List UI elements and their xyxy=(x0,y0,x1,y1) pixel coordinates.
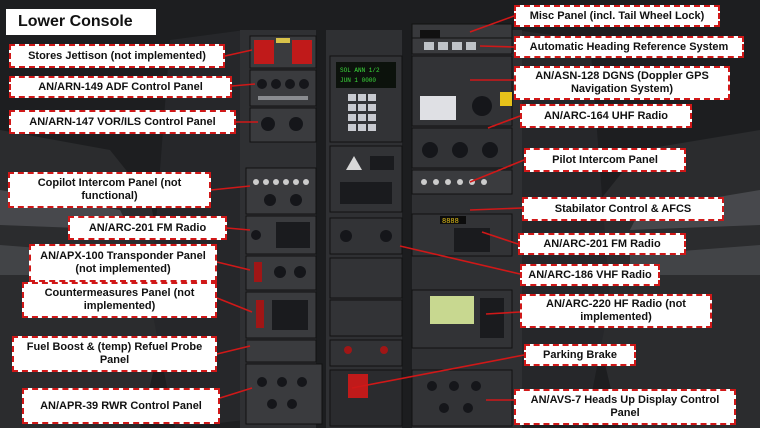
fm-radio-right-panel: 8888 xyxy=(411,213,513,257)
label-parking-brake: Parking Brake xyxy=(524,344,636,366)
label-fm-radio-right: AN/ARC-201 FM Radio xyxy=(518,233,686,255)
rwr-panel xyxy=(245,363,323,425)
vor-ils-panel xyxy=(249,107,317,143)
label-transponder: AN/APX-100 Transponder Panel (not implem… xyxy=(29,244,217,282)
page-title: Lower Console xyxy=(6,9,156,35)
countermeasures-panel xyxy=(245,291,317,339)
fm-radio-left-panel xyxy=(245,215,317,255)
label-pilot-intercom: Pilot Intercom Panel xyxy=(524,148,686,172)
label-hf-radio: AN/ARC-220 HF Radio (not implemented) xyxy=(520,294,712,328)
hf-radio-panel xyxy=(411,289,513,349)
parking-brake-handle xyxy=(329,369,403,427)
dgns-right-panel xyxy=(411,55,513,127)
label-stores-jettison: Stores Jettison (not implemented) xyxy=(9,44,225,68)
svg-text:JUN 1 0000: JUN 1 0000 xyxy=(340,77,376,84)
label-fuel-boost: Fuel Boost & (temp) Refuel Probe Panel xyxy=(12,336,217,372)
label-dgns: AN/ASN-128 DGNS (Doppler GPS Navigation … xyxy=(514,66,730,100)
copilot-intercom-panel xyxy=(245,167,317,215)
label-uhf: AN/ARC-164 UHF Radio xyxy=(520,104,692,128)
fuel-boost-panel xyxy=(245,339,317,363)
label-vhf: AN/ARC-186 VHF Radio xyxy=(520,264,660,286)
uhf-panel xyxy=(411,127,513,169)
hud-control-panel xyxy=(411,369,513,427)
label-ahrs: Automatic Heading Reference System xyxy=(514,36,744,58)
ahrs-panel xyxy=(411,37,513,55)
label-fm-radio-left: AN/ARC-201 FM Radio xyxy=(68,216,227,240)
label-misc-panel: Misc Panel (incl. Tail Wheel Lock) xyxy=(514,5,720,27)
center-lower-panels xyxy=(329,257,403,367)
stabilator-afcs-panel xyxy=(329,145,403,213)
transponder-panel xyxy=(245,255,317,291)
label-vor-ils: AN/ARN-147 VOR/ILS Control Panel xyxy=(9,110,236,134)
label-adf: AN/ARN-149 ADF Control Panel xyxy=(9,76,232,98)
label-copilot-intercom: Copilot Intercom Panel (not functional) xyxy=(8,172,211,208)
vhf-panel xyxy=(329,217,403,255)
dgns-panel: SOL ANN 1/2 JUN 1 0000 xyxy=(329,55,403,143)
label-rwr: AN/APR-39 RWR Control Panel xyxy=(22,388,220,424)
label-stabilator: Stabilator Control & AFCS xyxy=(522,197,724,221)
stores-jettison-panel xyxy=(249,35,317,69)
label-hud-control: AN/AVS-7 Heads Up Display Control Panel xyxy=(514,389,736,425)
svg-text:8888: 8888 xyxy=(442,218,459,226)
adf-panel xyxy=(249,69,317,107)
pilot-intercom-panel xyxy=(411,169,513,195)
svg-text:SOL ANN 1/2: SOL ANN 1/2 xyxy=(340,67,380,74)
label-countermeasures: Countermeasures Panel (not implemented) xyxy=(22,282,217,318)
